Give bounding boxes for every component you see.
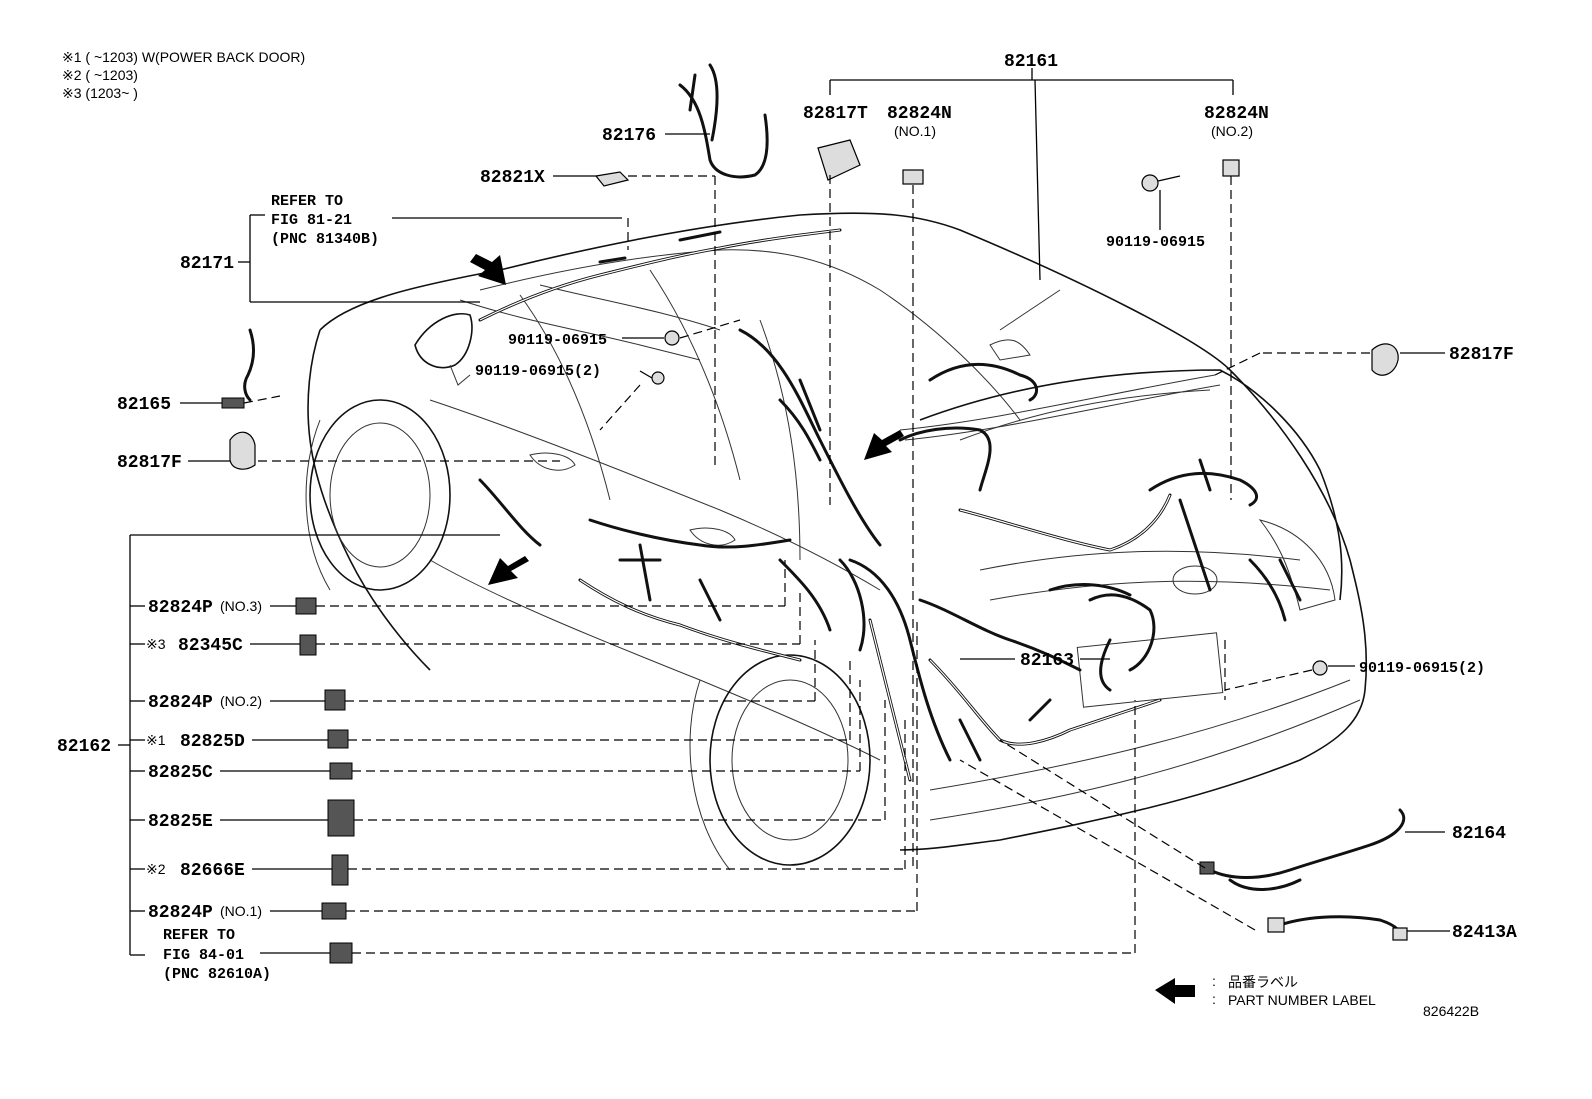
part-82413a-connector-icon: [1267, 917, 1285, 933]
legend-jp-text: 品番ラベル: [1228, 974, 1298, 990]
refer-fig8121-line1: REFER TO: [271, 193, 343, 210]
label-arrow-rear-icon: [864, 430, 904, 460]
label-82824n-no1-sub: (NO.1): [894, 123, 936, 139]
legend-colon: :: [1212, 991, 1216, 1007]
part-82824n-no2-icon: [1222, 159, 1240, 177]
label-82165: 82165: [117, 395, 171, 415]
part-number-label-arrows: [470, 254, 1195, 1004]
connector-82824p-no2-icon: [324, 689, 346, 711]
list-item-code: 82345C: [178, 636, 243, 656]
notes: ※1 ( ~1203) W(POWER BACK DOOR) ※2 ( ~120…: [62, 49, 305, 101]
connector-82345c-icon: [299, 634, 317, 656]
part-82817t-icon: [817, 139, 861, 181]
part-82824n-no1-icon: [902, 169, 924, 185]
part-82817f-left-icon: [229, 431, 256, 470]
part-icons: [221, 139, 1408, 941]
legend-jp: :: [1212, 973, 1216, 989]
label-90119-top: 90119-06915: [1106, 234, 1205, 251]
label-82163: 82163: [1020, 651, 1074, 671]
note-3: ※3 (1203~ ): [62, 85, 138, 101]
refer-fig8401-line2: FIG 84-01: [163, 947, 244, 964]
list-item-code: 82825D: [180, 732, 245, 752]
note-2: ※2 ( ~1203): [62, 67, 138, 83]
label-82824n-no2: 82824N: [1204, 104, 1269, 124]
label-82161: 82161: [1004, 52, 1058, 72]
connector-82824p-no1-icon: [321, 902, 347, 920]
refer-fig8121-line3: (PNC 81340B): [271, 231, 379, 248]
list-item-code: 82824P: [148, 903, 213, 923]
label-82162: 82162: [57, 737, 111, 757]
wire-harnesses: [243, 63, 1406, 937]
label-82821x: 82821X: [480, 168, 545, 188]
figure-id: 826422B: [1423, 1003, 1479, 1019]
list-item-code: 82825E: [148, 812, 213, 832]
label-82176: 82176: [602, 126, 656, 146]
list-item-code: 82824P: [148, 598, 213, 618]
label-82164: 82164: [1452, 824, 1506, 844]
label-82413a: 82413A: [1452, 923, 1517, 943]
refer-fig8121-line2: FIG 81-21: [271, 212, 352, 229]
list-item-suffix: (NO.3): [220, 598, 262, 614]
part-82164-connector-icon: [1199, 861, 1215, 875]
part-82821x-icon: [594, 171, 630, 187]
list-item-suffix: (NO.1): [220, 903, 262, 919]
label-90119-a: 90119-06915: [508, 332, 607, 349]
refer-fig8401-line3: (PNC 82610A): [163, 966, 271, 983]
bolt-90119-b-icon: [651, 371, 665, 385]
label-82817f-right: 82817F: [1449, 345, 1514, 365]
legend: : 品番ラベル : PART NUMBER LABEL 826422B: [1212, 973, 1479, 1019]
list-item-code: 82825C: [148, 763, 213, 783]
label-82817t: 82817T: [803, 104, 868, 124]
label-82824n-no1: 82824N: [887, 104, 952, 124]
bolt-90119-icon: [1141, 174, 1159, 192]
legend-arrow-icon: [1155, 978, 1195, 1004]
part-labels: 82161 82817T 82824N (NO.1) 82824N (NO.2)…: [57, 52, 1517, 943]
refer-fig8401-line1: REFER TO: [163, 927, 235, 944]
label-arrow-floor-icon: [488, 556, 529, 585]
label-90119-b: 90119-06915(2): [475, 363, 601, 380]
parts-list: 82824P (NO.3) ※3 82345C 82824P (NO.2) ※1…: [146, 598, 271, 983]
connector-82824p-no3-icon: [295, 597, 317, 615]
legend-en-text: PART NUMBER LABEL: [1228, 992, 1376, 1008]
label-82817f-left: 82817F: [117, 453, 182, 473]
connector-82825c-icon: [329, 762, 353, 780]
label-82171: 82171: [180, 254, 234, 274]
list-item-prefix: ※3: [146, 636, 166, 652]
bolt-90119-a-icon: [664, 330, 680, 346]
leader-lines: [118, 68, 1450, 956]
connector-82825e-icon: [327, 799, 355, 837]
label-arrow-roof-icon: [470, 254, 506, 285]
list-connector-icons: [295, 597, 355, 964]
label-82824n-no2-sub: (NO.2): [1211, 123, 1253, 139]
connector-82610a-icon: [329, 942, 353, 964]
list-item-suffix: (NO.2): [220, 693, 262, 709]
list-item-prefix: ※1: [146, 732, 166, 748]
bolt-90119-rear-icon: [1312, 660, 1328, 676]
part-82817f-right-icon: [1371, 343, 1399, 376]
part-82165-connector-icon: [221, 397, 245, 409]
vehicle-body-outline: [305, 212, 1368, 871]
note-1: ※1 ( ~1203) W(POWER BACK DOOR): [62, 49, 305, 65]
label-90119-rear: 90119-06915(2): [1359, 660, 1485, 677]
list-item-code: 82666E: [180, 861, 245, 881]
connector-82666e-icon: [331, 854, 349, 886]
list-item-prefix: ※2: [146, 861, 166, 877]
list-item-code: 82824P: [148, 693, 213, 713]
connector-82825d-icon: [327, 729, 349, 749]
